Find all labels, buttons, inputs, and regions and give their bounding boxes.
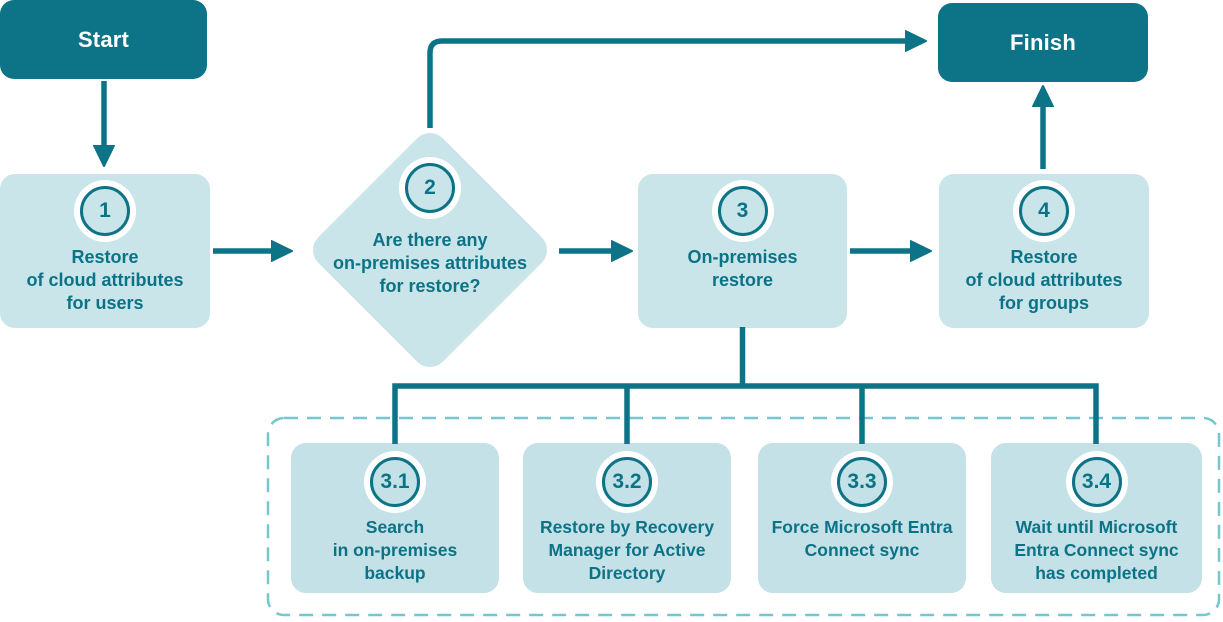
- substep33-label: Force Microsoft Entra Connect sync: [771, 517, 953, 560]
- step2-label: Are there any on-premises attributes for…: [332, 230, 528, 296]
- step3-node: 3 On-premises restore: [638, 174, 847, 328]
- substep31-node: 3.1 Search in on-premises backup: [291, 443, 499, 593]
- step2-decision-node: 2 Are there any on-premises attributes f…: [308, 163, 552, 343]
- step2-number-badge: 2: [405, 163, 455, 213]
- substep33-node: 3.3 Force Microsoft Entra Connect sync: [758, 443, 966, 593]
- step4-number-badge: 4: [1019, 186, 1069, 236]
- step1-label: Restore of cloud attributes for users: [26, 247, 184, 313]
- step1-number-badge: 1: [80, 186, 130, 236]
- start-node: Start: [0, 0, 207, 79]
- substep32-number-badge: 3.2: [602, 457, 652, 507]
- substep34-label: Wait until Microsoft Entra Connect sync …: [1014, 517, 1179, 583]
- finish-node: Finish: [938, 3, 1148, 82]
- finish-label: Finish: [1010, 29, 1076, 55]
- step4-node: 4 Restore of cloud attributes for groups: [939, 174, 1149, 328]
- step1-node: 1 Restore of cloud attributes for users: [0, 174, 210, 328]
- substep33-number-badge: 3.3: [837, 457, 887, 507]
- substep34-node: 3.4 Wait until Microsoft Entra Connect s…: [991, 443, 1202, 593]
- substep31-number-badge: 3.1: [370, 457, 420, 507]
- substep32-label: Restore by Recovery Manager for Active D…: [539, 517, 715, 583]
- substep32-node: 3.2 Restore by Recovery Manager for Acti…: [523, 443, 731, 593]
- substep31-label: Search in on-premises backup: [332, 517, 458, 583]
- step4-label: Restore of cloud attributes for groups: [965, 247, 1123, 313]
- step3-label: On-premises restore: [687, 247, 798, 290]
- step3-number-badge: 3: [717, 186, 768, 236]
- start-label: Start: [77, 26, 130, 52]
- substep34-number-badge: 3.4: [1071, 457, 1122, 507]
